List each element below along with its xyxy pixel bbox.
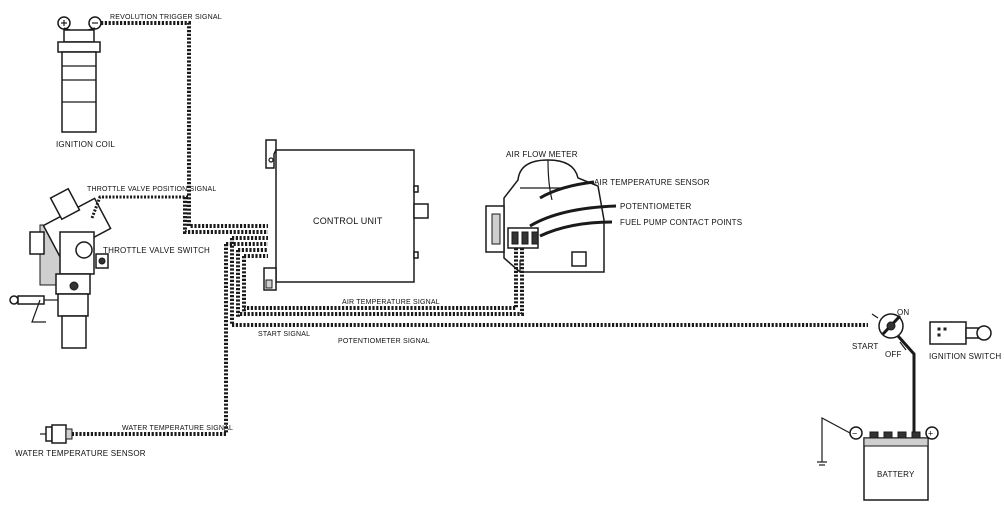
water-temperature-wire: [70, 244, 228, 436]
ignition-coil-label: IGNITION COIL: [56, 140, 115, 149]
fuel-pump-contact-points-label: FUEL PUMP CONTACT POINTS: [620, 218, 742, 227]
battery-label: BATTERY: [877, 470, 915, 479]
potentiometer-signal-label: POTENTIOMETER SIGNAL: [338, 338, 430, 345]
water-temperature-sensor: [40, 424, 73, 444]
ignition-switch-label: IGNITION SWITCH: [929, 352, 1001, 361]
battery: [817, 416, 939, 501]
battery-positive-terminal: [925, 426, 939, 440]
battery-feed-wire: [896, 335, 916, 436]
water-temperature-signal-label: WATER TEMPERATURE SIGNAL: [122, 425, 233, 432]
water-temperature-sensor-label: WATER TEMPERATURE SENSOR: [15, 449, 146, 458]
air-temperature-sensor-label: AIR TEMPERATURE SENSOR: [594, 178, 710, 187]
air-flow-meter-label: AIR FLOW METER: [506, 150, 578, 159]
throttle-position-wire: [90, 195, 188, 219]
battery-plus-label: +: [928, 429, 933, 439]
potentiometer-signal-wire: [238, 248, 524, 316]
switch-on-label: ON: [897, 308, 909, 317]
potentiometer-label: POTENTIOMETER: [620, 202, 692, 211]
control-unit-label: CONTROL UNIT: [313, 216, 383, 226]
air-flow-meter: [485, 159, 605, 273]
battery-minus-label: −: [852, 429, 857, 439]
ignition-switch-dial: [871, 313, 907, 351]
revolution-trigger-signal-label: REVOLUTION TRIGGER SIGNAL: [110, 14, 222, 21]
revolution-trigger-wire: [101, 21, 268, 228]
ignition-coil: [57, 16, 102, 133]
switch-start-label: START: [852, 342, 878, 351]
air-temperature-signal-wire: [244, 248, 518, 310]
control-unit: [263, 139, 429, 291]
throttle-valve-position-signal-label: THROTTLE VALVE POSITION SIGNAL: [87, 186, 216, 193]
ignition-key-icon: [929, 321, 992, 345]
throttle-valve-switch-label: THROTTLE VALVE SWITCH: [103, 246, 210, 255]
throttle-valve-switch: [9, 187, 112, 349]
switch-off-label: OFF: [885, 350, 902, 359]
start-signal-label: START SIGNAL: [258, 331, 310, 338]
air-temperature-signal-label: AIR TEMPERATURE SIGNAL: [342, 299, 440, 306]
